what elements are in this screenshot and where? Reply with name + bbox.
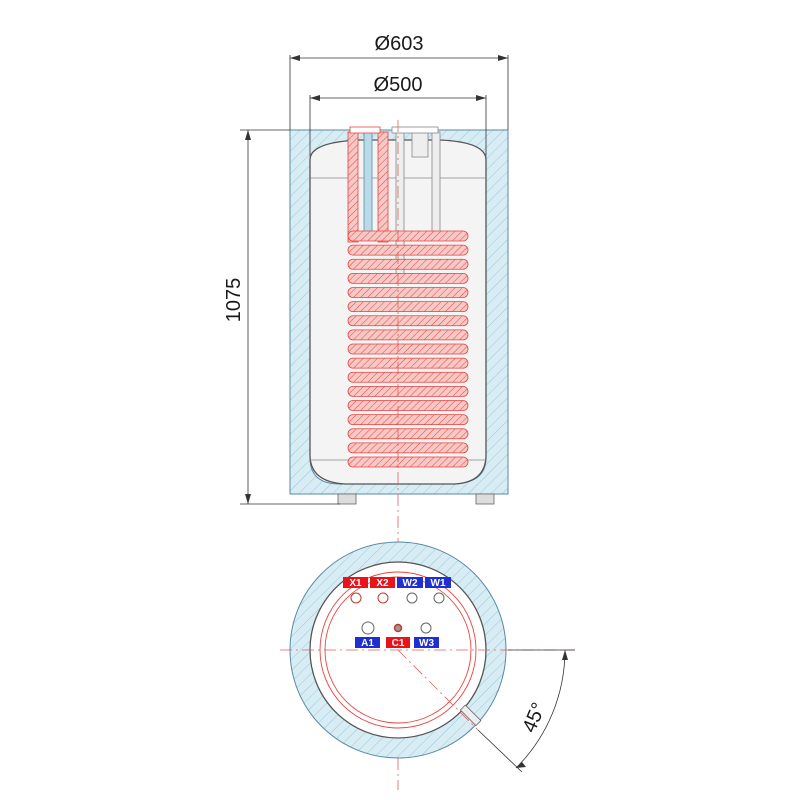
heating-coil: [347, 230, 469, 468]
coil-loop: [347, 301, 469, 313]
port-label-w2: W2: [403, 578, 418, 589]
dimension-inner-diameter: Ø500: [309, 74, 487, 155]
coil-loop: [347, 442, 469, 454]
coil-loop: [347, 428, 469, 440]
port-badge-w3: [414, 637, 439, 648]
inner-diameter-label: Ø500: [374, 74, 423, 96]
port-labels-top: X1 X2 W2 W1: [343, 577, 451, 589]
coil-loop: [347, 357, 469, 369]
coil-loop: [347, 400, 469, 411]
dimension-outer-diameter: Ø603: [289, 33, 509, 130]
coil-loop: [347, 315, 469, 327]
port-label-x2: X2: [376, 578, 389, 589]
coil-loop: [347, 371, 469, 383]
port-label-x1: X1: [349, 578, 362, 589]
coil-loop: [347, 287, 469, 298]
port-circles: [350, 592, 445, 635]
coil-loop: [347, 272, 469, 284]
coil-loop: [347, 329, 469, 341]
coil-loop: [347, 343, 469, 355]
port-label-w1: W1: [431, 578, 446, 589]
angle-label: 45°: [518, 699, 550, 735]
port-badge-w1: [425, 577, 451, 588]
coil-loop: [347, 230, 469, 242]
port-label-w3: W3: [419, 638, 434, 649]
port-badge-c1: [386, 637, 410, 648]
coil-loop: [347, 385, 469, 397]
dimension-height: 1075: [223, 129, 340, 505]
coil-loop: [347, 244, 469, 256]
height-label: 1075: [223, 278, 245, 323]
foot-right: [475, 493, 495, 505]
port-label-c1: C1: [392, 638, 405, 649]
foot-left: [337, 493, 357, 505]
port-badge-x2: [370, 577, 395, 588]
coil-loop: [347, 258, 469, 270]
port-label-a1: A1: [361, 638, 374, 649]
top-view: 45° X1 X2 W2 W1 A1 C1: [280, 541, 575, 773]
coil-loop: [347, 456, 469, 468]
outer-diameter-label: Ø603: [375, 33, 424, 55]
port-badge-x1: [343, 577, 368, 588]
coil-loop: [347, 414, 469, 426]
side-view: Ø603 Ø500 1075: [223, 33, 509, 790]
port-labels-bottom: A1 C1 W3: [355, 637, 439, 649]
port-badge-w2: [397, 577, 423, 588]
port-badge-a1: [355, 637, 380, 648]
